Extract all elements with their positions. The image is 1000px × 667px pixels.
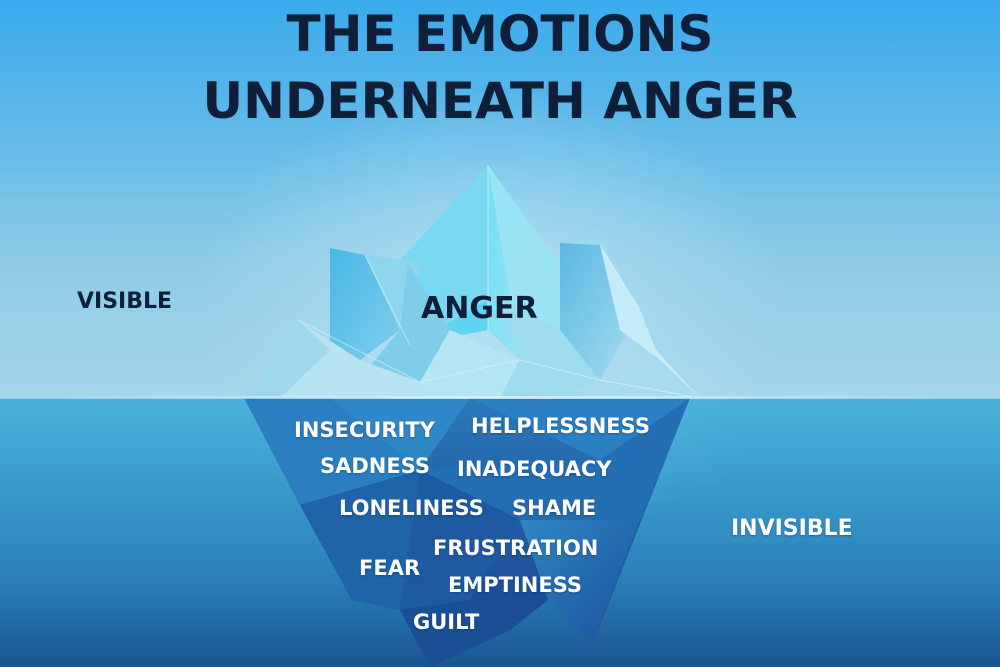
emotion-label: INADEQUACY: [457, 457, 612, 481]
emotion-label: SHAME: [512, 496, 597, 520]
tip-label-anger: ANGER: [421, 291, 538, 326]
iceberg-above-water: [245, 165, 701, 399]
emotion-label: HELPLESSNESS: [471, 414, 650, 438]
emotion-label: FRUSTRATION: [433, 536, 599, 560]
title-line-2: UNDERNEATH ANGER: [202, 72, 798, 130]
emotion-label: FEAR: [359, 556, 421, 580]
emotion-label: LONELINESS: [339, 496, 484, 520]
emotion-label: INSECURITY: [294, 418, 435, 442]
emotion-label: EMPTINESS: [448, 573, 582, 597]
iceberg-below-water: [244, 398, 690, 667]
zone-label-visible: VISIBLE: [77, 289, 173, 314]
emotion-label: SADNESS: [320, 454, 431, 478]
title-line-1: THE EMOTIONS: [286, 5, 714, 63]
waterline: [0, 396, 1000, 399]
zone-label-invisible: INVISIBLE: [731, 516, 853, 541]
emotion-label: GUILT: [413, 610, 480, 634]
